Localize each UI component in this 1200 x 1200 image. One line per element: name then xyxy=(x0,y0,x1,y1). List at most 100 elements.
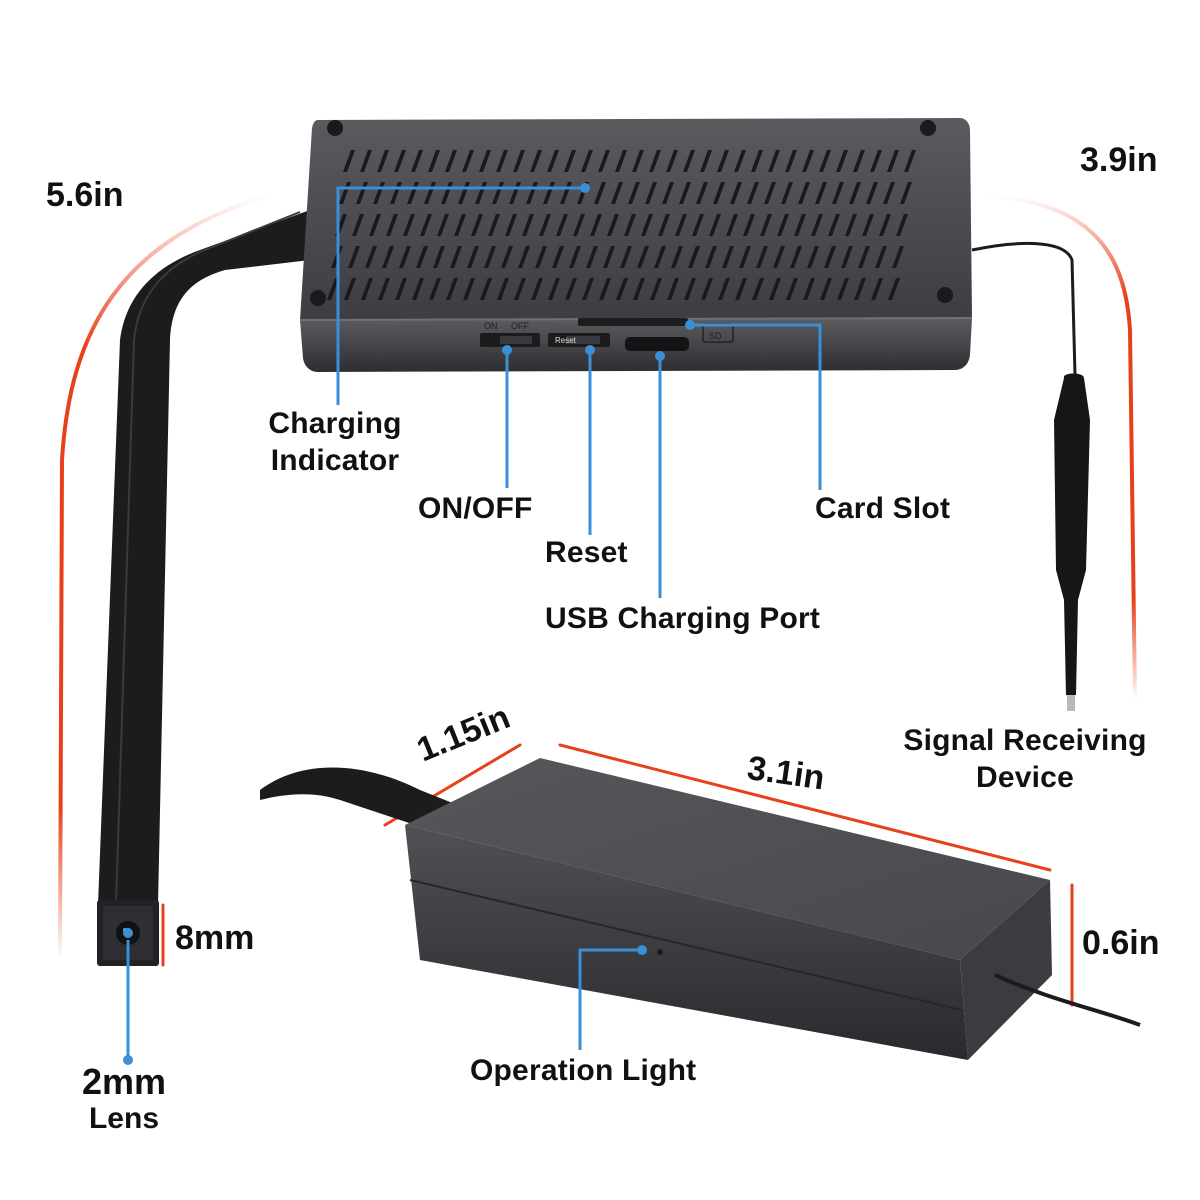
vent-slot xyxy=(547,150,559,172)
vent-slot xyxy=(870,150,882,172)
vent-slot xyxy=(718,278,730,300)
vent-slot xyxy=(365,246,377,268)
vent-slot xyxy=(684,278,696,300)
vent-slot xyxy=(522,214,534,236)
vent-slot xyxy=(548,278,560,300)
vent-slot xyxy=(671,246,683,268)
vent-slot xyxy=(530,150,542,172)
vent-slot xyxy=(467,246,479,268)
vent-slot xyxy=(428,150,440,172)
vent-slot xyxy=(730,182,742,204)
dimension-thickness: 0.6in xyxy=(1082,924,1160,962)
vent-slot xyxy=(858,246,870,268)
vent-slot xyxy=(739,246,751,268)
vent-slot xyxy=(462,150,474,172)
vent-slot xyxy=(645,182,657,204)
vent-slot xyxy=(777,214,789,236)
callout-line-card-slot xyxy=(690,323,822,490)
operation-light xyxy=(657,949,663,955)
vent-slot xyxy=(395,278,407,300)
vent-slot xyxy=(352,214,364,236)
vent-slots xyxy=(327,150,916,300)
callout-line-operation xyxy=(578,948,642,1050)
vent-slot xyxy=(450,246,462,268)
vent-slot xyxy=(649,150,661,172)
vent-slot xyxy=(488,214,500,236)
vent-slot xyxy=(705,246,717,268)
vent-slot xyxy=(734,150,746,172)
dimension-line-height-right xyxy=(988,193,1137,702)
vent-slot xyxy=(735,278,747,300)
vent-slot xyxy=(433,246,445,268)
vent-slot xyxy=(692,214,704,236)
vent-slot xyxy=(828,214,840,236)
vent-slot xyxy=(798,182,810,204)
dimension-line-height-left xyxy=(58,193,272,962)
vent-slot xyxy=(713,182,725,204)
vent-slot xyxy=(803,278,815,300)
vent-slot xyxy=(701,278,713,300)
vent-slot xyxy=(360,150,372,172)
vent-slot xyxy=(445,150,457,172)
vent-slot xyxy=(764,182,776,204)
vent-slot xyxy=(811,214,823,236)
vent-slot xyxy=(675,214,687,236)
vent-slot xyxy=(620,246,632,268)
vent-slot xyxy=(849,182,861,204)
vent-slot xyxy=(879,214,891,236)
dimension-height-right: 3.9in xyxy=(1080,141,1158,179)
vent-slot xyxy=(535,246,547,268)
vent-slot xyxy=(820,278,832,300)
vent-slot xyxy=(348,246,360,268)
vent-slot xyxy=(361,278,373,300)
label-card-slot: Card Slot xyxy=(815,492,951,525)
vent-slot xyxy=(786,278,798,300)
vent-slot xyxy=(446,278,458,300)
vent-slot xyxy=(582,278,594,300)
marking-reset: Reset xyxy=(555,336,576,345)
vent-slot xyxy=(539,214,551,236)
vent-slot xyxy=(454,214,466,236)
screw-top-left xyxy=(327,120,343,136)
vent-slot xyxy=(862,214,874,236)
vent-slot xyxy=(769,278,781,300)
dimension-camera-module: 8mm xyxy=(175,919,255,957)
label-operation-light: Operation Light xyxy=(470,1054,697,1087)
vent-slot xyxy=(768,150,780,172)
vent-slot xyxy=(751,150,763,172)
vent-slot xyxy=(752,278,764,300)
vent-slot xyxy=(564,150,576,172)
vent-slot xyxy=(484,246,496,268)
vent-slot xyxy=(836,150,848,172)
vent-slot xyxy=(871,278,883,300)
vent-slot xyxy=(841,246,853,268)
vent-slot xyxy=(496,150,508,172)
vent-slot xyxy=(900,182,912,204)
usb-port xyxy=(625,337,689,351)
vent-slot xyxy=(683,150,695,172)
vent-slot xyxy=(632,150,644,172)
vent-slot xyxy=(463,278,475,300)
label-lens-size: 2mm xyxy=(81,1061,167,1102)
screw-top-right xyxy=(920,120,936,136)
vent-slot xyxy=(773,246,785,268)
vent-slot xyxy=(785,150,797,172)
vent-slot xyxy=(722,246,734,268)
label-signal-receiving: Signal Receiving Device xyxy=(890,724,1160,794)
vent-slot xyxy=(586,246,598,268)
vent-slot xyxy=(344,278,356,300)
vent-slot xyxy=(399,246,411,268)
dimension-line-length-front xyxy=(558,743,1052,872)
ribbon-cable xyxy=(98,210,310,906)
dimension-height-left: 5.6in xyxy=(46,176,124,214)
vent-slot xyxy=(709,214,721,236)
vent-slot xyxy=(518,246,530,268)
vent-slot xyxy=(887,150,899,172)
sd-card-slot xyxy=(578,318,688,326)
vent-slot xyxy=(866,182,878,204)
label-reset: Reset xyxy=(545,536,628,569)
vent-slot xyxy=(403,214,415,236)
label-signal-receiving-line1: Signal Receiving xyxy=(903,724,1147,757)
vent-slot xyxy=(794,214,806,236)
